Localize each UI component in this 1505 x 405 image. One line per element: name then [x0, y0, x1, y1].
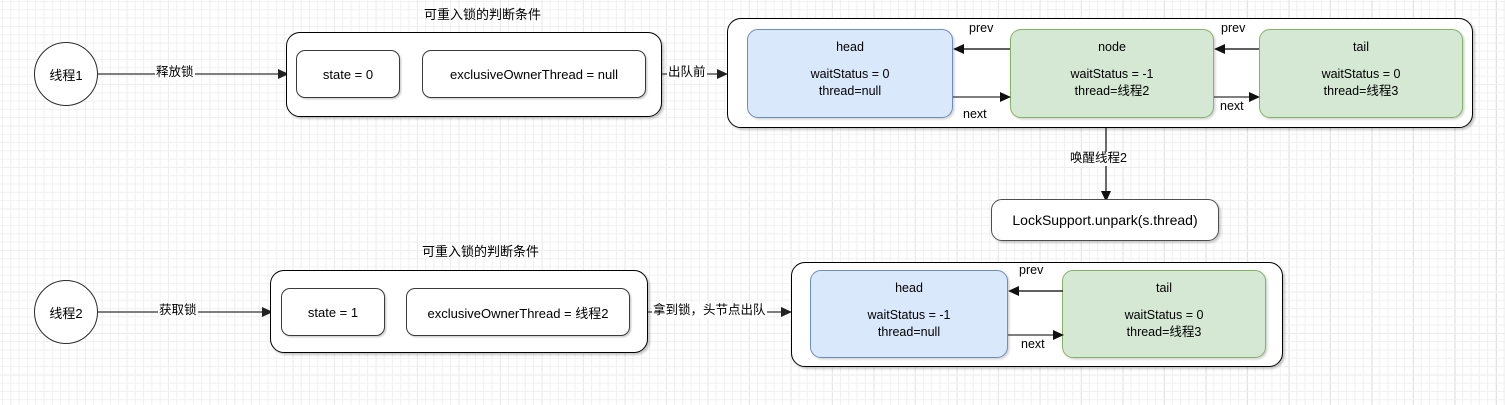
title-top: 可重入锁的判断条件 — [424, 7, 542, 22]
edge-label-next-bottom: next — [1020, 337, 1046, 352]
arrow-next-head-node — [953, 92, 1011, 102]
edge-label-release-lock: 释放锁 — [155, 65, 195, 80]
queue-node-waitstatus: waitStatus = -1 — [1070, 66, 1154, 81]
edge-label-prev-bottom: prev — [1018, 263, 1045, 278]
edge-label-acquire-lock: 获取锁 — [158, 303, 198, 318]
state-box-top: state = 0 — [296, 50, 400, 98]
edge-label-dequeue-head: 拿到锁，头节点出队 — [652, 303, 767, 318]
owner-thread-box-top: exclusiveOwnerThread = null — [422, 50, 646, 98]
thread1-ellipse[interactable]: 线程1 — [34, 42, 98, 106]
edge-label-prev-1: prev — [968, 21, 995, 36]
title-bottom: 可重入锁的判断条件 — [422, 244, 540, 259]
edge-label-next-2: next — [1219, 99, 1245, 114]
edge-label-prev-2: prev — [1220, 21, 1247, 36]
thread2-ellipse[interactable]: 线程2 — [34, 280, 98, 344]
thread2-label: 线程2 — [49, 305, 83, 321]
thread1-label: 线程1 — [49, 67, 83, 83]
queue-node-waitstatus: waitStatus = 0 — [810, 66, 890, 81]
edge-label-next-1: next — [962, 107, 988, 122]
edge-label-wakeup: 唤醒线程2 — [1069, 151, 1128, 166]
arrow-next-head-tail-bottom — [1008, 330, 1064, 340]
arrow-next-node-tail — [1214, 92, 1260, 102]
queue-node-thread: thread=线程3 — [1323, 83, 1399, 98]
queue-node-thread: thread=null — [877, 324, 941, 339]
locksupport-unpark-box[interactable]: LockSupport.unpark(s.thread) — [991, 199, 1219, 241]
owner-thread-value-bottom: exclusiveOwnerThread = 线程2 — [427, 305, 609, 321]
edge-label-before-dequeue: 出队前 — [667, 65, 707, 80]
queue-node-thread: thread=线程2 — [1074, 83, 1150, 98]
state-value-bottom: state = 1 — [307, 304, 359, 320]
queue-node-role: head — [836, 40, 864, 54]
locksupport-unpark-label: LockSupport.unpark(s.thread) — [1012, 212, 1198, 228]
arrow-prev-head-tail-bottom — [1008, 286, 1063, 296]
queue-node-role: node — [1098, 40, 1126, 54]
queue-node-waitstatus: waitStatus = 0 — [1321, 66, 1401, 81]
queue-node-head-bottom[interactable]: head waitStatus = -1 thread=null — [810, 270, 1008, 358]
queue-node-head-top[interactable]: head waitStatus = 0 thread=null — [747, 29, 953, 118]
queue-node-waitstatus: waitStatus = 0 — [1124, 307, 1204, 322]
owner-thread-box-bottom: exclusiveOwnerThread = 线程2 — [406, 288, 630, 336]
queue-node-thread: thread=线程3 — [1126, 324, 1202, 339]
queue-node-waitstatus: waitStatus = -1 — [867, 307, 951, 322]
state-box-bottom: state = 1 — [281, 288, 385, 336]
queue-node-tail-top[interactable]: tail waitStatus = 0 thread=线程3 — [1259, 29, 1463, 118]
owner-thread-value-top: exclusiveOwnerThread = null — [450, 66, 618, 82]
queue-node-role: tail — [1353, 40, 1369, 54]
arrow-prev-node-tail — [1214, 44, 1259, 54]
queue-node-thread: thread=null — [818, 83, 882, 98]
state-value-top: state = 0 — [322, 66, 374, 82]
queue-node-tail-bottom[interactable]: tail waitStatus = 0 thread=线程3 — [1062, 270, 1266, 358]
queue-node-role: head — [895, 281, 923, 295]
queue-node-role: tail — [1156, 281, 1172, 295]
arrow-prev-head-node — [953, 44, 1010, 54]
queue-node-node-top[interactable]: node waitStatus = -1 thread=线程2 — [1010, 29, 1214, 118]
